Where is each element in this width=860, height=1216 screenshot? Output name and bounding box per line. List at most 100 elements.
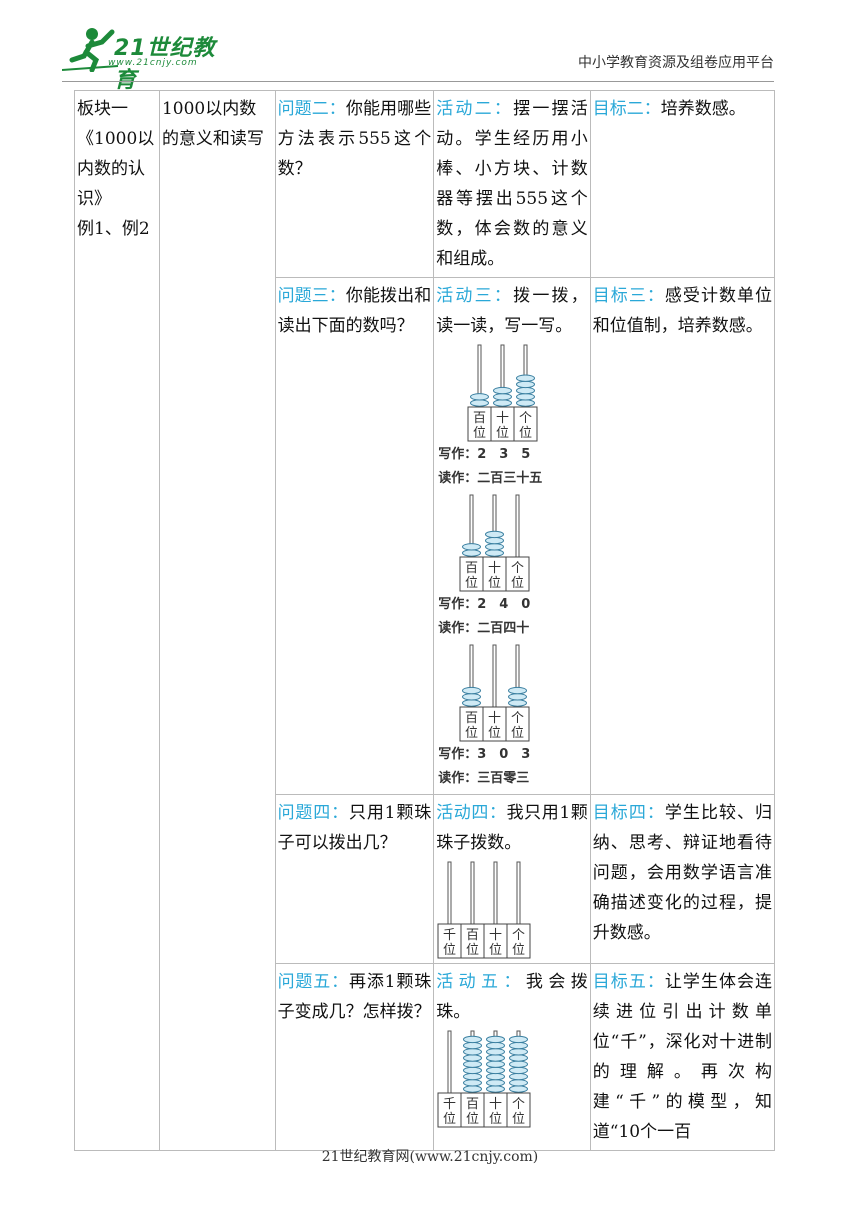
page-footer: 21世纪教育网(www.21cnjy.com) bbox=[321, 1149, 539, 1165]
activity-text: 我会拨珠。 bbox=[436, 972, 588, 1022]
abacus-bead bbox=[508, 693, 528, 701]
abacus-bead bbox=[462, 693, 482, 701]
abacus-place-label: 位 bbox=[466, 943, 479, 958]
abacus-place-label: 位 bbox=[489, 1112, 502, 1127]
abacus-bead bbox=[486, 1035, 506, 1044]
abacus-bead bbox=[486, 1060, 506, 1068]
abacus-bead bbox=[486, 1041, 506, 1050]
abacus-bead bbox=[509, 1035, 529, 1044]
abacus-place-label: 百 bbox=[473, 411, 486, 426]
abacus-bead bbox=[486, 1066, 506, 1075]
abacus-place-label: 百 bbox=[466, 928, 479, 943]
abacus-write: 写作：3 0 3 bbox=[438, 747, 531, 762]
question-cell: 问题二：你能用哪些方法表示555这个数？ bbox=[274, 90, 435, 278]
abacus-bead bbox=[516, 393, 536, 401]
abacus-bead bbox=[509, 1054, 529, 1062]
abacus-bead bbox=[493, 393, 513, 401]
abacus-rod bbox=[516, 861, 521, 925]
abacus-bead bbox=[463, 1035, 483, 1044]
abacus-read: 读作：三百零三 bbox=[438, 771, 530, 786]
abacus-place-label: 位 bbox=[511, 576, 524, 591]
logo: 21世纪教育 www.21cnjy.com bbox=[62, 26, 232, 93]
question-label: 问题二： bbox=[277, 99, 346, 119]
goal-label: 目标三： bbox=[592, 286, 665, 306]
activity-cell: 活动四：我只用1颗珠子拨数。 千位百位十位个位 bbox=[433, 794, 591, 964]
abacus-bead bbox=[509, 1085, 529, 1093]
activity-label: 活动五： bbox=[436, 972, 526, 992]
question-label: 问题三： bbox=[277, 286, 346, 306]
table-row: 问题三：你能拨出和读出下面的数吗？ 活动三：拨一拨，读一读，写一写。 百位十位个… bbox=[75, 277, 776, 795]
goal-cell: 目标四：学生比较、归纳、思考、辩证地看待问题，会用数学语言准确描述变化的过程，提… bbox=[589, 794, 776, 964]
module-line: 内数的认 bbox=[77, 159, 145, 179]
abacus-bead bbox=[516, 380, 536, 389]
content-cell: 1000以内数的意义和读写 bbox=[158, 90, 276, 1151]
abacus-place-label: 位 bbox=[466, 1112, 479, 1127]
runner-logo-icon bbox=[62, 28, 119, 72]
module-line: 例1、例2 bbox=[77, 219, 150, 239]
abacus-place-label: 百 bbox=[465, 561, 478, 576]
logo-text: 21世纪教育 bbox=[114, 36, 216, 93]
goal-cell: 目标二：培养数感。 bbox=[589, 90, 776, 278]
activity-cell: 活动三：拨一拨，读一读，写一写。 百位十位个位 写作：2 3 5 读作：二百三十… bbox=[433, 277, 591, 795]
activity-label: 活动四： bbox=[436, 803, 507, 823]
abacus-read: 读作：二百三十五 bbox=[438, 471, 543, 486]
question-text: 你能拨出和读出下面的数吗？ bbox=[277, 286, 432, 336]
abacus-place-label: 个 bbox=[519, 411, 532, 426]
abacus-bead bbox=[486, 1048, 506, 1056]
abacus-read: 读作：二百四十 bbox=[438, 621, 530, 636]
abacus-place-label: 个 bbox=[511, 561, 524, 576]
table-row: 问题五：再添1颗珠子变成几？怎样拨？ 活动五：我会拨珠。 千位百位十位个位 目标… bbox=[75, 963, 776, 1151]
abacus-bead bbox=[508, 699, 528, 707]
abacus-bead bbox=[486, 1079, 506, 1087]
goal-label: 目标五： bbox=[592, 972, 665, 992]
abacus-bead bbox=[463, 1072, 483, 1081]
lesson-table: 板块一 《1000以 内数的认 识》 例1、例2 1000以内数的意义和读写 问… bbox=[74, 90, 776, 1151]
abacus-place-label: 位 bbox=[465, 576, 478, 591]
abacus-bead bbox=[509, 1072, 529, 1081]
abacus-bead bbox=[509, 1041, 529, 1050]
abacus-place-label: 十 bbox=[488, 561, 501, 576]
abacus-bead bbox=[463, 1054, 483, 1062]
abacus-bead bbox=[516, 374, 536, 382]
abacus-bead bbox=[516, 386, 536, 395]
abacus-place-label: 十 bbox=[496, 411, 509, 426]
question-text: 再添1颗珠子变成几？怎样拨？ bbox=[277, 972, 432, 1022]
goal-cell: 目标三：感受计数单位和位值制，培养数感。 bbox=[589, 277, 776, 795]
abacus-place-label: 百 bbox=[465, 711, 478, 726]
goal-text: 培养数感。 bbox=[660, 99, 746, 119]
goal-text: 让学生体会连续进位引出计数单位“千”，深化对十进制的理解。再次构建“千”的模型，… bbox=[592, 972, 773, 1142]
abacus-place-label: 个 bbox=[512, 1097, 525, 1112]
abacus-place-box bbox=[506, 1092, 531, 1128]
abacus-bead bbox=[486, 1054, 506, 1062]
abacus-bead bbox=[470, 399, 490, 407]
abacus-bead bbox=[509, 1066, 529, 1075]
abacus-bead bbox=[463, 1041, 483, 1050]
activity-text: 我只用1颗珠子拨数。 bbox=[436, 803, 588, 853]
abacus-bead bbox=[462, 686, 482, 695]
goal-cell: 目标五：让学生体会连续进位引出计数单位“千”，深化对十进制的理解。再次构建“千”… bbox=[589, 963, 776, 1151]
abacus-rod bbox=[447, 861, 452, 925]
activity-cell: 活动二：摆一摆活动。学生经历用小棒、小方块、计数器等摆出555这个数，体会数的意… bbox=[433, 90, 591, 278]
module-line: 识》 bbox=[77, 189, 111, 209]
abacus-place-label: 个 bbox=[512, 928, 525, 943]
abacus-rod bbox=[515, 494, 520, 558]
goal-text: 学生比较、归纳、思考、辩证地看待问题，会用数学语言准确描述变化的过程，提升数感。 bbox=[592, 803, 773, 943]
abacus-place-label: 位 bbox=[489, 943, 502, 958]
question-label: 问题四： bbox=[277, 803, 349, 823]
abacus-place-label: 十 bbox=[488, 711, 501, 726]
abacus-place-label: 位 bbox=[512, 1112, 525, 1127]
table-row: 板块一 《1000以 内数的认 识》 例1、例2 1000以内数的意义和读写 问… bbox=[74, 90, 776, 1151]
abacus-rod bbox=[492, 644, 497, 708]
abacus-bead bbox=[463, 1085, 483, 1093]
abacus-bead bbox=[509, 1048, 529, 1056]
abacus-place-label: 位 bbox=[488, 576, 501, 591]
abacus-bead bbox=[463, 1060, 483, 1068]
question-text: 只用1颗珠子可以拨出几？ bbox=[277, 803, 432, 853]
abacus-bead bbox=[493, 399, 513, 407]
abacus-bead bbox=[486, 1072, 506, 1081]
question-cell: 问题五：再添1颗珠子变成几？怎样拨？ bbox=[274, 963, 435, 1151]
abacus-bead bbox=[462, 699, 482, 707]
